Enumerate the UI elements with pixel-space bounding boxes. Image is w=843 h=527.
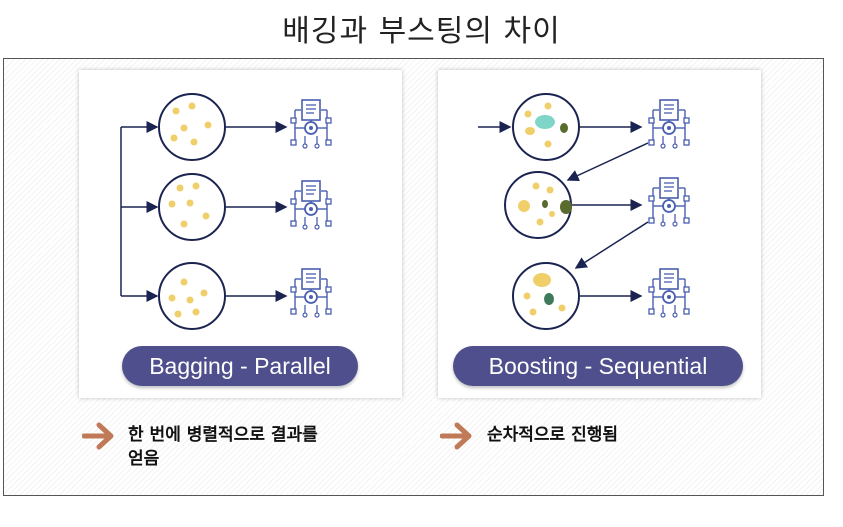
bagging-label: Bagging - Parallel xyxy=(122,346,358,386)
boosting-sample-circle-1 xyxy=(512,93,580,161)
page-title: 배깅과 부스팅의 차이 xyxy=(282,14,561,49)
boosting-panel xyxy=(438,70,761,398)
boosting-sample-circle-3 xyxy=(512,262,580,330)
bagging-note: 한 번에 병렬적으로 결과를 얻음 xyxy=(128,423,388,471)
bagging-model-icon-3 xyxy=(290,268,332,318)
boosting-diagram xyxy=(478,93,690,330)
bagging-model-icon-1 xyxy=(290,99,332,149)
bagging-note-line-2: 얻음 xyxy=(128,449,160,469)
boosting-model-icon-3 xyxy=(648,268,690,318)
bagging-sample-circle-2 xyxy=(158,173,226,241)
arrow-right-icon xyxy=(82,422,114,450)
boosting-model-icon-1 xyxy=(648,99,690,149)
boosting-feedback-arrow-2 xyxy=(574,221,649,269)
bagging-diagram xyxy=(120,93,332,330)
boosting-sample-circle-2 xyxy=(504,171,572,239)
bagging-note-line-1: 한 번에 병렬적으로 결과를 xyxy=(128,425,318,445)
bagging-model-icon-2 xyxy=(290,180,332,230)
bagging-sample-circle-1 xyxy=(158,93,226,161)
bagging-panel xyxy=(79,70,402,398)
boosting-label: Boosting - Sequential xyxy=(453,346,743,386)
bagging-sample-circle-3 xyxy=(158,262,226,330)
arrow-right-icon xyxy=(440,422,472,450)
boosting-note: 순차적으로 진행됨 xyxy=(487,425,619,445)
boosting-model-icon-2 xyxy=(648,177,690,227)
boosting-feedback-arrow-1 xyxy=(566,142,649,182)
